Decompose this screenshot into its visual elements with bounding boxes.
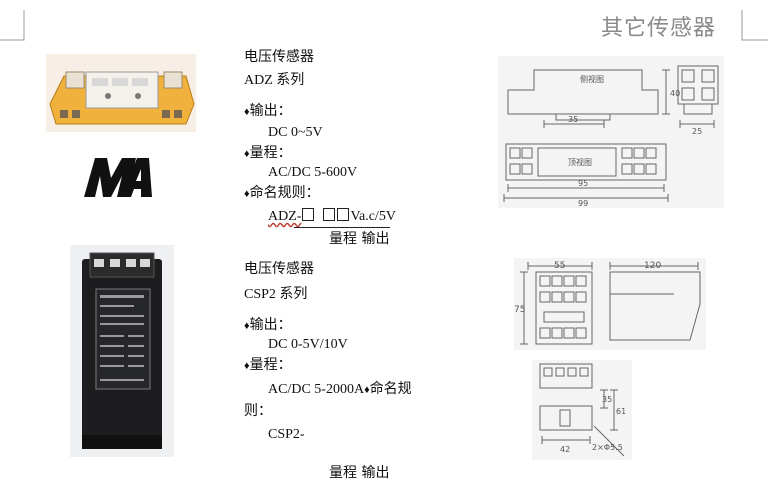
blank-box-icon bbox=[337, 208, 350, 221]
csp2-range-naming-line: AC/DC 5-2000A♦命名规 bbox=[268, 381, 412, 397]
diamond-bullet-icon: ♦ bbox=[364, 384, 370, 396]
csp2-series: CSP2 系列 bbox=[244, 287, 308, 302]
adz-naming-format: ADZ- Va.c/5V bbox=[268, 208, 396, 224]
csp2-heading: 电压传感器 bbox=[244, 261, 314, 277]
adz-naming-line: ♦命名规则： bbox=[244, 185, 320, 201]
adz-product-photo bbox=[46, 54, 196, 132]
diamond-bullet-icon: ♦ bbox=[244, 148, 250, 160]
corner-mark-right bbox=[741, 10, 768, 41]
csp2-naming-format: CSP2- bbox=[268, 427, 305, 442]
csp2-dimension-drawing-lower: 35 61 42 2×Φ5.5 bbox=[532, 360, 632, 460]
blank-box-icon bbox=[302, 208, 315, 221]
diamond-bullet-icon: ♦ bbox=[244, 188, 250, 200]
adz-naming-caption: 量程 输出 bbox=[329, 231, 390, 247]
blank-box-icon bbox=[323, 208, 336, 221]
csp2-naming-caption: 量程 输出 bbox=[329, 465, 390, 481]
diamond-bullet-icon: ♦ bbox=[244, 360, 250, 372]
csp2-dim-61: 61 bbox=[616, 407, 626, 416]
csp2-dim-35: 35 bbox=[602, 395, 612, 404]
ma-logo-icon bbox=[84, 158, 152, 197]
adz-front-view-label: 侧视图 bbox=[580, 74, 604, 84]
adz-top-view-label: 顶视图 bbox=[568, 157, 592, 167]
csp2-product-photo bbox=[70, 245, 174, 457]
adz-heading: 电压传感器 bbox=[244, 49, 314, 65]
csp2-naming-label-cont: 则： bbox=[244, 403, 272, 419]
csp2-output-line: ♦输出： bbox=[244, 317, 292, 333]
adz-dim-95: 95 bbox=[578, 179, 588, 188]
adz-output-line: ♦输出： bbox=[244, 103, 292, 119]
adz-dim-40: 40 bbox=[670, 89, 680, 98]
csp2-range-line: ♦量程： bbox=[244, 357, 292, 373]
adz-output-value: DC 0~5V bbox=[268, 125, 323, 140]
adz-dim-99: 99 bbox=[578, 199, 588, 208]
csp2-dim-55: 55 bbox=[554, 261, 565, 271]
csp2-dim-75: 75 bbox=[514, 305, 525, 315]
adz-dim-35: 35 bbox=[568, 115, 578, 124]
adz-range-value: AC/DC 5-600V bbox=[268, 165, 358, 180]
csp2-dim-42: 42 bbox=[560, 445, 570, 454]
adz-series: ADZ 系列 bbox=[244, 73, 305, 88]
adz-naming-rule bbox=[294, 227, 390, 228]
csp2-output-value: DC 0-5V/10V bbox=[268, 337, 348, 352]
adz-dim-25: 25 bbox=[692, 127, 702, 136]
csp2-dim-120: 120 bbox=[644, 261, 661, 271]
diamond-bullet-icon: ♦ bbox=[244, 106, 250, 118]
diamond-bullet-icon: ♦ bbox=[244, 320, 250, 332]
adz-range-line: ♦量程： bbox=[244, 145, 292, 161]
corner-mark-left bbox=[0, 10, 25, 41]
csp2-dimension-drawing-upper: 55 120 75 bbox=[514, 258, 706, 350]
adz-dimension-drawing: 侧视图 35 40 25 顶视图 95 99 bbox=[498, 56, 724, 208]
csp2-dim-hole: 2×Φ5.5 bbox=[592, 443, 623, 452]
page-title: 其它传感器 bbox=[600, 16, 716, 41]
